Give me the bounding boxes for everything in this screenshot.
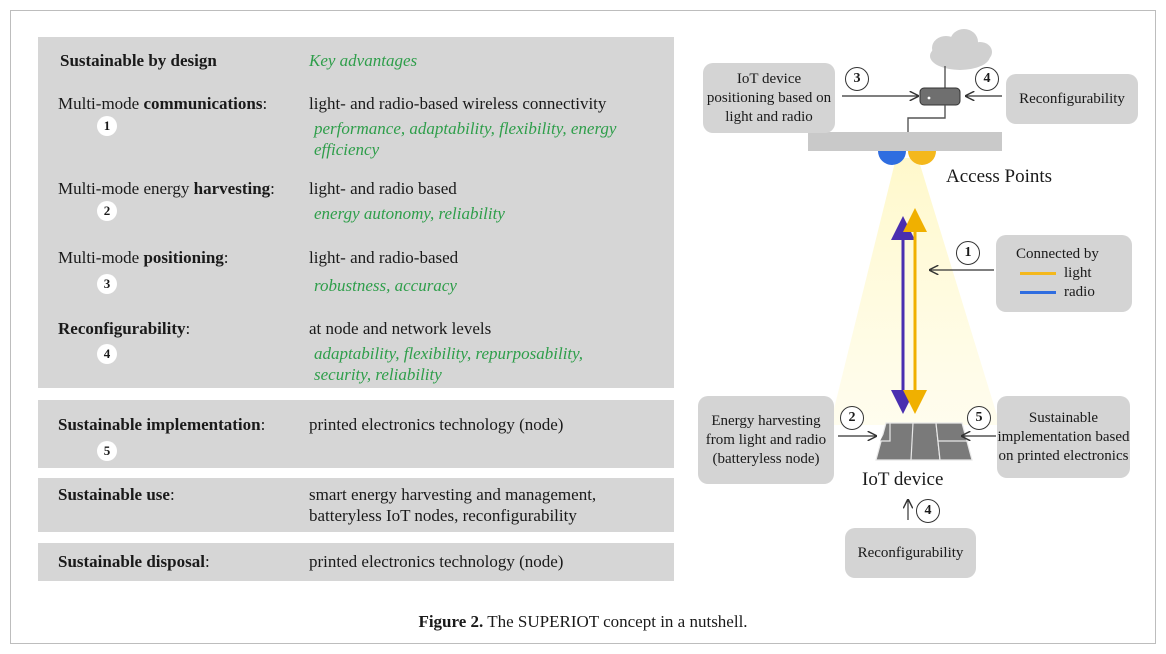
implementation-panel xyxy=(38,400,674,468)
access-point-light xyxy=(908,151,936,165)
legend-light-label: light xyxy=(1064,265,1092,281)
row-positioning-label: Multi-mode positioning: xyxy=(58,248,229,267)
legend-light: light xyxy=(996,264,1092,283)
diagram-number-4-bottom: 4 xyxy=(916,499,940,523)
figure-frame xyxy=(10,10,1156,644)
cloud-icon xyxy=(930,29,992,70)
diagram-number-5: 5 xyxy=(967,406,991,430)
printed-box: Sustainable implementation based on prin… xyxy=(997,396,1130,478)
row-reconfigurability-advantages: adaptability, flexibility, repurposabili… xyxy=(314,344,583,384)
row-communications-label: Multi-mode communications: xyxy=(58,94,268,113)
number-badge-2: 2 xyxy=(97,201,117,221)
use-panel xyxy=(38,478,674,532)
connected-box: Connected by light radio xyxy=(996,235,1132,312)
row-harvesting-label: Multi-mode energy harvesting: xyxy=(58,179,275,198)
reconfig-top-box: Reconfigurability xyxy=(1006,74,1138,124)
legend-light-swatch xyxy=(1020,272,1056,275)
legend-radio: radio xyxy=(996,283,1095,302)
use-value: smart energy harvesting and management, … xyxy=(309,485,597,525)
number-badge-3: 3 xyxy=(97,274,117,294)
use-label: Sustainable use: xyxy=(58,485,175,504)
disposal-value: printed electronics technology (node) xyxy=(309,552,564,571)
connected-title: Connected by xyxy=(1016,246,1099,262)
row-reconfigurability-value: at node and network levels xyxy=(309,319,492,338)
diagram-number-1: 1 xyxy=(956,241,980,265)
caption-text: The SUPERIOT concept in a nutshell. xyxy=(483,612,748,631)
harvesting-box: Energy harvesting from light and radio (… xyxy=(698,396,834,484)
table-header-left: Sustainable by design xyxy=(60,51,217,70)
figure-caption: Figure 2. The SUPERIOT concept in a nuts… xyxy=(0,612,1166,632)
caption-label: Figure 2. xyxy=(418,612,484,631)
row-positioning-value: light- and radio-based xyxy=(309,248,459,267)
row-communications-advantages: performance, adaptability, flexibility, … xyxy=(314,119,617,159)
number-badge-4: 4 xyxy=(97,344,117,364)
diagram-number-4-top: 4 xyxy=(975,67,999,91)
table-header-right: Key advantages xyxy=(309,51,418,70)
row-positioning-advantages: robustness, accuracy xyxy=(314,276,457,295)
disposal-label: Sustainable disposal: xyxy=(58,552,210,571)
ceiling-bar xyxy=(808,132,1002,151)
row-communications-value: light- and radio-based wireless connecti… xyxy=(309,94,607,113)
number-badge-5: 5 xyxy=(97,441,117,461)
legend-radio-label: radio xyxy=(1064,284,1095,300)
iot-device-icon xyxy=(875,422,973,461)
disposal-panel xyxy=(38,543,674,581)
router-icon xyxy=(919,87,961,106)
implementation-label: Sustainable implementation: xyxy=(58,415,266,434)
diagram-number-3: 3 xyxy=(845,67,869,91)
implementation-value: printed electronics technology (node) xyxy=(309,415,564,434)
access-points-label: Access Points xyxy=(946,166,1053,187)
positioning-box: IoT device positioning based on light an… xyxy=(703,63,835,133)
number-badge-1: 1 xyxy=(97,116,117,136)
design-panel xyxy=(38,37,674,388)
iot-device-label: IoT device xyxy=(862,469,944,490)
row-reconfigurability-label: Reconfigurability: xyxy=(58,319,191,338)
reconfig-bottom-box: Reconfigurability xyxy=(845,528,976,578)
row-harvesting-advantages: energy autonomy, reliability xyxy=(314,204,505,223)
row-harvesting-value: light- and radio based xyxy=(309,179,457,198)
router-link xyxy=(907,105,946,132)
legend-radio-swatch xyxy=(1020,291,1056,294)
diagram-number-2: 2 xyxy=(840,406,864,430)
access-point-radio xyxy=(878,151,906,165)
